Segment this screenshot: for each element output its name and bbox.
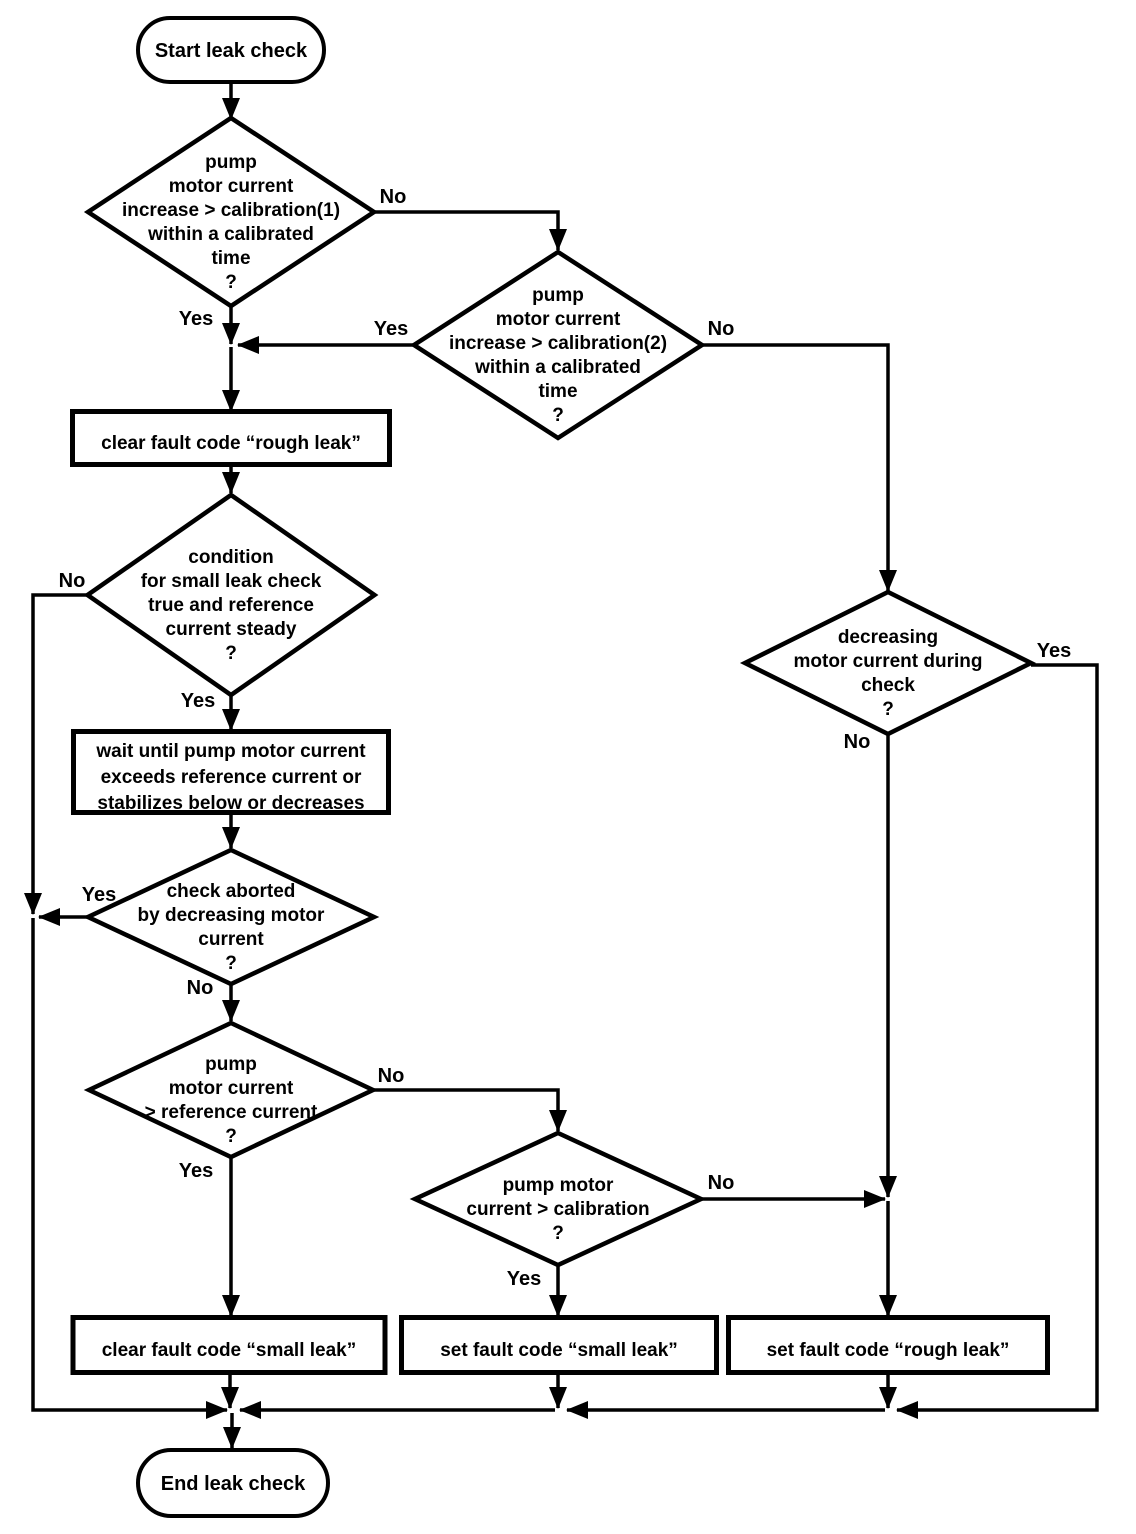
process-set-fault-small-leak-shape — [399, 1315, 719, 1375]
process-wait-until-pump-current-label: exceeds reference current or — [101, 767, 362, 788]
terminator-start-leak-check-label: Start leak check — [155, 40, 308, 62]
process-wait-until-pump-current-label: wait until pump motor current — [95, 741, 366, 762]
decision-check-aborted-label: check aborted — [167, 881, 296, 902]
decision-current-gt-reference-shape — [83, 1020, 379, 1160]
decision-small-leak-condition-label: for small leak check — [141, 571, 322, 592]
decision-pump-current-calibration2-label: motor current — [496, 309, 621, 330]
decision-current-gt-reference-label: pump — [205, 1054, 257, 1075]
decision-current-gt-calibration-label: ? — [552, 1223, 564, 1244]
edge-cal2-no — [702, 343, 897, 592]
label-decreasing-no: No — [844, 731, 871, 753]
process-clear-fault-rough-leak: clear fault code “rough leak” — [70, 409, 392, 467]
decision-pump-current-calibration1-label: time — [211, 248, 250, 269]
label-aborted-yes: Yes — [82, 884, 116, 906]
label-condition-no: No — [59, 570, 86, 592]
terminator-start-leak-check-shape — [136, 16, 326, 84]
process-wait-until-pump-current: wait until pump motor current exceeds ref… — [71, 729, 391, 815]
edge-decreasing-yes — [896, 663, 1099, 1419]
decision-pump-current-calibration1-shape — [83, 115, 379, 309]
decision-pump-current-calibration2: pump motor current increase > calibration(… — [409, 249, 707, 441]
decision-small-leak-condition-label: true and reference — [148, 595, 314, 616]
decision-current-gt-reference: pump motor current > reference current? — [83, 1020, 379, 1160]
label-condition-yes: Yes — [181, 690, 215, 712]
decision-current-gt-reference-label: > reference current — [145, 1102, 318, 1123]
process-clear-fault-rough-leak-label: clear fault code “rough leak” — [101, 433, 361, 454]
label-cal2-yes: Yes — [374, 318, 408, 340]
decision-small-leak-condition-label: ? — [225, 643, 237, 664]
decision-check-aborted-label: current — [198, 929, 264, 950]
decision-pump-current-calibration1-label: pump — [205, 152, 257, 173]
decision-pump-current-calibration2-label: pump — [532, 285, 584, 306]
edge-cal1-no — [374, 210, 567, 251]
decision-decreasing-during-check: decreasing motor current during check? — [739, 589, 1037, 737]
decision-small-leak-condition-shape — [83, 492, 379, 698]
edge-condition-no — [24, 593, 88, 915]
decision-pump-current-calibration1: pump motor current increase > calibration(… — [83, 115, 379, 309]
decision-check-aborted-label: ? — [225, 953, 237, 974]
process-clear-fault-small-leak: clear fault code “small leak” — [70, 1315, 388, 1375]
decision-pump-current-calibration1-label: increase > calibration(1) — [122, 200, 340, 221]
decision-check-aborted-shape — [82, 847, 380, 987]
decision-small-leak-condition-label: current steady — [166, 619, 297, 640]
process-set-fault-rough-leak: set fault code “rough leak” — [726, 1315, 1050, 1375]
label-calibration-yes: Yes — [507, 1268, 541, 1290]
label-reference-no: No — [378, 1065, 405, 1087]
decision-decreasing-during-check-label: check — [861, 675, 915, 696]
terminator-end-leak-check: End leak check — [136, 1448, 330, 1518]
process-set-fault-rough-leak-shape — [726, 1315, 1050, 1375]
decision-small-leak-condition: condition for small leak check true and re… — [83, 492, 379, 698]
decision-decreasing-during-check-label: ? — [882, 699, 894, 720]
process-set-fault-small-leak-label: set fault code “small leak” — [440, 1340, 678, 1361]
decision-current-gt-calibration: pump motor current > calibration? — [409, 1130, 707, 1268]
label-decreasing-yes: Yes — [1037, 640, 1071, 662]
terminator-end-leak-check-label: End leak check — [161, 1473, 306, 1495]
decision-pump-current-calibration2-label: within a calibrated — [474, 357, 641, 378]
decision-small-leak-condition-label: condition — [188, 547, 273, 568]
terminator-end-leak-check-shape — [136, 1448, 330, 1518]
process-wait-until-pump-current-shape — [71, 729, 391, 815]
label-reference-yes: Yes — [179, 1160, 213, 1182]
decision-pump-current-calibration2-label: increase > calibration(2) — [449, 333, 667, 354]
decision-current-gt-reference-label: motor current — [169, 1078, 294, 1099]
edge-reference-no — [373, 1088, 567, 1132]
terminator-start-leak-check: Start leak check — [136, 16, 326, 84]
label-aborted-no: No — [187, 977, 214, 999]
label-cal2-no: No — [708, 318, 735, 340]
decision-pump-current-calibration1-label: within a calibrated — [147, 224, 314, 245]
decision-pump-current-calibration2-shape — [409, 249, 707, 441]
decision-pump-current-calibration2-label: ? — [552, 405, 564, 426]
decision-check-aborted: check aborted by decreasing motor current? — [82, 847, 380, 987]
process-clear-fault-rough-leak-shape — [70, 409, 392, 467]
label-cal1-no: No — [380, 186, 407, 208]
decision-decreasing-during-check-label: decreasing — [838, 627, 938, 648]
decision-decreasing-during-check-shape — [739, 589, 1037, 737]
process-clear-fault-small-leak-shape — [70, 1315, 388, 1375]
decision-check-aborted-label: by decreasing motor — [138, 905, 325, 926]
label-calibration-no: No — [708, 1172, 735, 1194]
process-wait-until-pump-current-label: stabilizes below or decreases — [97, 793, 364, 814]
process-clear-fault-small-leak-label: clear fault code “small leak” — [102, 1340, 357, 1361]
process-set-fault-rough-leak-label: set fault code “rough leak” — [767, 1340, 1010, 1361]
decision-current-gt-calibration-label: pump motor — [503, 1175, 614, 1196]
decision-pump-current-calibration2-label: time — [538, 381, 577, 402]
decision-current-gt-reference-label: ? — [225, 1126, 237, 1147]
process-set-fault-small-leak: set fault code “small leak” — [399, 1315, 719, 1375]
edge-left-rail-to-merge — [31, 918, 228, 1419]
decision-pump-current-calibration1-label: ? — [225, 272, 237, 293]
decision-decreasing-during-check-label: motor current during — [794, 651, 983, 672]
decision-current-gt-calibration-label: current > calibration — [466, 1199, 649, 1220]
decision-pump-current-calibration1-label: motor current — [169, 176, 294, 197]
decision-current-gt-calibration-shape — [409, 1130, 707, 1268]
label-cal1-yes: Yes — [179, 308, 213, 330]
